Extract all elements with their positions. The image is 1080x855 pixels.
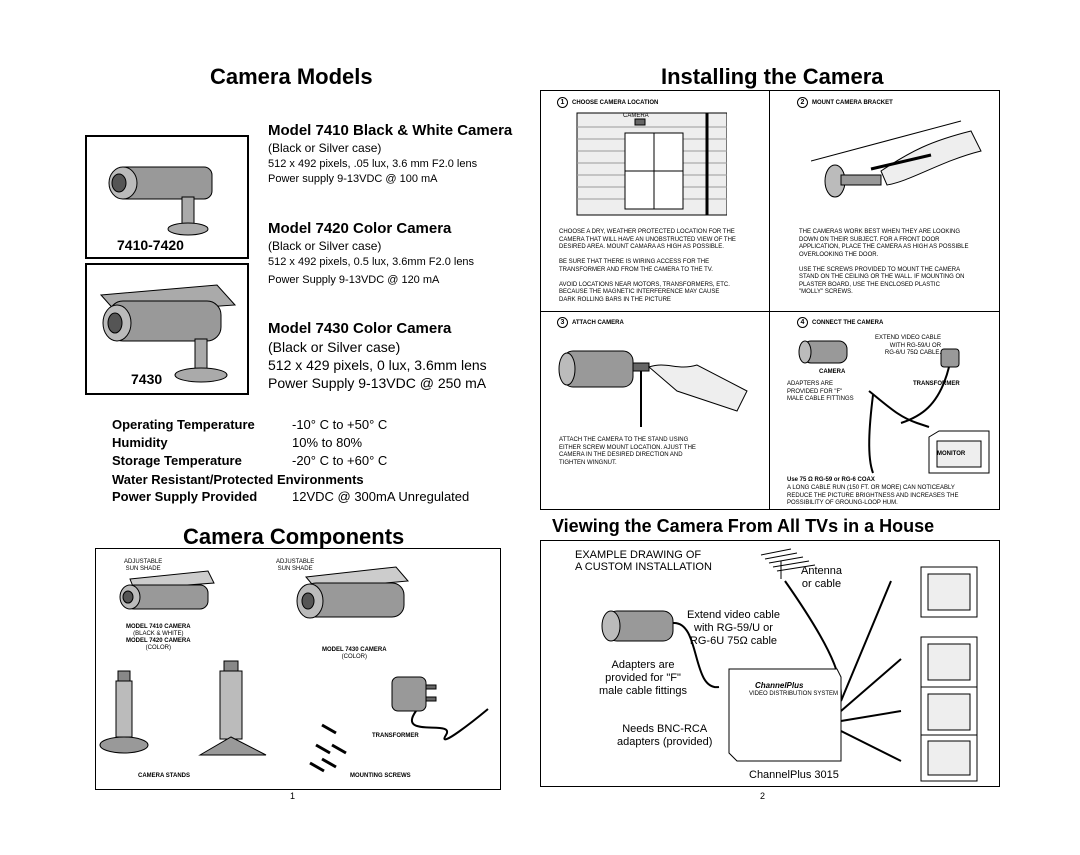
transformer-label: TRANSFORMER bbox=[372, 733, 419, 739]
camera-7430-illustration bbox=[99, 284, 237, 383]
step-4-adapters-text: ADAPTERS ARE PROVIDED FOR "F" MALE CABLE… bbox=[787, 381, 854, 402]
step-4-connect-illustration bbox=[798, 340, 990, 474]
model-7420-power: Power Supply 9-13VDC @ 120 mA bbox=[268, 274, 440, 286]
components-illustration bbox=[99, 566, 489, 773]
step-4-text: A LONG CABLE RUN (150 FT. OR MORE) CAN N… bbox=[787, 485, 959, 506]
camera-stands-label: CAMERA STANDS bbox=[138, 773, 190, 779]
camera-7410-illustration bbox=[108, 166, 213, 236]
model-7410-power: Power supply 9-13VDC @ 100 mA bbox=[268, 173, 438, 185]
model-7430-heading: Model 7430 Color Camera bbox=[268, 320, 452, 337]
example-drawing-label: EXAMPLE DRAWING OF A CUSTOM INSTALLATION bbox=[575, 549, 712, 573]
step-1-house-illustration bbox=[576, 112, 727, 216]
power-supply-value: 12VDC @ 300mA Unregulated bbox=[292, 489, 470, 504]
divider-v bbox=[769, 91, 770, 509]
humidity-label: Humidity bbox=[112, 435, 168, 450]
model-7420-specs: 512 x 492 pixels, 0.5 lux, 3.6mm F2.0 le… bbox=[268, 256, 475, 268]
channelplus-model-label: ChannelPlus 3015 bbox=[749, 769, 839, 781]
model-7420-block: Model 7420 Color Camera (Black or Silver… bbox=[268, 220, 474, 286]
step-1-header: 1 CHOOSE CAMERA LOCATION bbox=[557, 97, 658, 108]
camera-components-title: Camera Components bbox=[183, 524, 405, 549]
components-box: ADJUSTABLE SUN SHADE ADJUSTABLE SUN SHAD… bbox=[95, 548, 501, 790]
camera-7410-photo: 7410-7420 bbox=[85, 135, 249, 259]
step-4-camera-label: CAMERA bbox=[819, 369, 846, 375]
mounting-screws-label: MOUNTING SCREWS bbox=[350, 773, 411, 779]
model-7430-case: (Black or Silver case) bbox=[268, 339, 401, 355]
badge-7410-7420: 7410-7420 bbox=[117, 237, 184, 253]
storage-value: -20° C to +60° C bbox=[292, 453, 388, 468]
step-2-bracket-illustration bbox=[811, 120, 982, 198]
page-number-1: 1 bbox=[290, 791, 296, 801]
step-3-attach-illustration bbox=[558, 350, 748, 427]
extend-cable-label: Extend video cable with RG-59/U or RG-6U… bbox=[687, 609, 780, 647]
specs-table: Operating Temperature -10° C to +50° C H… bbox=[112, 417, 512, 507]
camera-7430-photo: 7430 bbox=[85, 263, 249, 395]
step-4-extend-text: EXTEND VIDEO CABLE WITH RG-59/U OR RG-6/… bbox=[875, 335, 942, 356]
bnc-label: Needs BNC-RCA adapters (provided) bbox=[617, 723, 713, 748]
op-temp-value: -10° C to +50° C bbox=[292, 417, 388, 432]
adjustable-shade-label-1: ADJUSTABLE SUN SHADE bbox=[124, 559, 163, 572]
model-7430-power: Power Supply 9-13VDC @ 250 mA bbox=[268, 375, 487, 391]
step-3-text: ATTACH THE CAMERA TO THE STAND USING EIT… bbox=[559, 437, 696, 466]
storage-label: Storage Temperature bbox=[112, 453, 242, 468]
model-7410-heading: Model 7410 Black & White Camera bbox=[268, 122, 513, 139]
water-resistant: Water Resistant/Protected Environments bbox=[112, 472, 364, 487]
model-7420-case: (Black or Silver case) bbox=[268, 239, 382, 253]
model-7430-block: Model 7430 Color Camera (Black or Silver… bbox=[268, 320, 487, 391]
viewing-illustration bbox=[601, 548, 978, 782]
op-temp-label: Operating Temperature bbox=[112, 417, 255, 432]
badge-7430: 7430 bbox=[131, 371, 163, 387]
camera-models-title: Camera Models bbox=[210, 64, 373, 89]
step-2-text: THE CAMERAS WORK BEST WHEN THEY ARE LOOK… bbox=[799, 229, 969, 295]
step-1-camera-tag: CAMERA bbox=[623, 113, 649, 119]
step-4-transformer-label: TRANSFORMER bbox=[913, 381, 960, 387]
step-4-monitor-label: MONITOR bbox=[937, 451, 966, 457]
model-7410-specs: 512 x 492 pixels, .05 lux, 3.6 mm F2.0 l… bbox=[268, 158, 478, 170]
step-2-header: 2 MOUNT CAMERA BRACKET bbox=[797, 97, 893, 108]
model-7410-caption: MODEL 7410 CAMERA (BLACK & WHITE) MODEL … bbox=[126, 624, 191, 651]
step-4-header: 4 CONNECT THE CAMERA bbox=[797, 317, 883, 328]
model-7420-heading: Model 7420 Color Camera bbox=[268, 220, 452, 237]
video-distribution-label: VIDEO DISTRIBUTION SYSTEM bbox=[749, 691, 839, 697]
power-supply-label: Power Supply Provided bbox=[112, 489, 258, 504]
model-7430-caption: MODEL 7430 CAMERA (COLOR) bbox=[322, 647, 387, 660]
model-7430-specs: 512 x 429 pixels, 0 lux, 3.6mm lens bbox=[268, 357, 487, 373]
page-number-2: 2 bbox=[760, 791, 766, 801]
viewing-title: Viewing the Camera From All TVs in a Hou… bbox=[552, 516, 935, 536]
step-1-text: CHOOSE A DRY, WEATHER PROTECTED LOCATION… bbox=[559, 229, 736, 303]
step-4-coax: Use 75 Ω RG-59 or RG-6 COAX bbox=[787, 477, 875, 483]
installing-title: Installing the Camera bbox=[661, 64, 884, 89]
divider-h bbox=[541, 311, 999, 312]
model-7410-case: (Black or Silver case) bbox=[268, 141, 382, 155]
channelplus-brand: ChannelPlus bbox=[755, 681, 804, 690]
step-3-header: 3 ATTACH CAMERA bbox=[557, 317, 624, 328]
viewing-box: EXAMPLE DRAWING OF A CUSTOM INSTALLATION… bbox=[540, 540, 1000, 787]
model-7410-block: Model 7410 Black & White Camera (Black o… bbox=[268, 122, 512, 185]
adjustable-shade-label-2: ADJUSTABLE SUN SHADE bbox=[276, 559, 315, 572]
antenna-label: Antenna or cable bbox=[801, 565, 842, 590]
adapters-label: Adapters are provided for "F" male cable… bbox=[599, 659, 688, 697]
humidity-value: 10% to 80% bbox=[292, 435, 363, 450]
installing-box: 1 CHOOSE CAMERA LOCATION CAMERA CHOOSE A… bbox=[540, 90, 1000, 510]
